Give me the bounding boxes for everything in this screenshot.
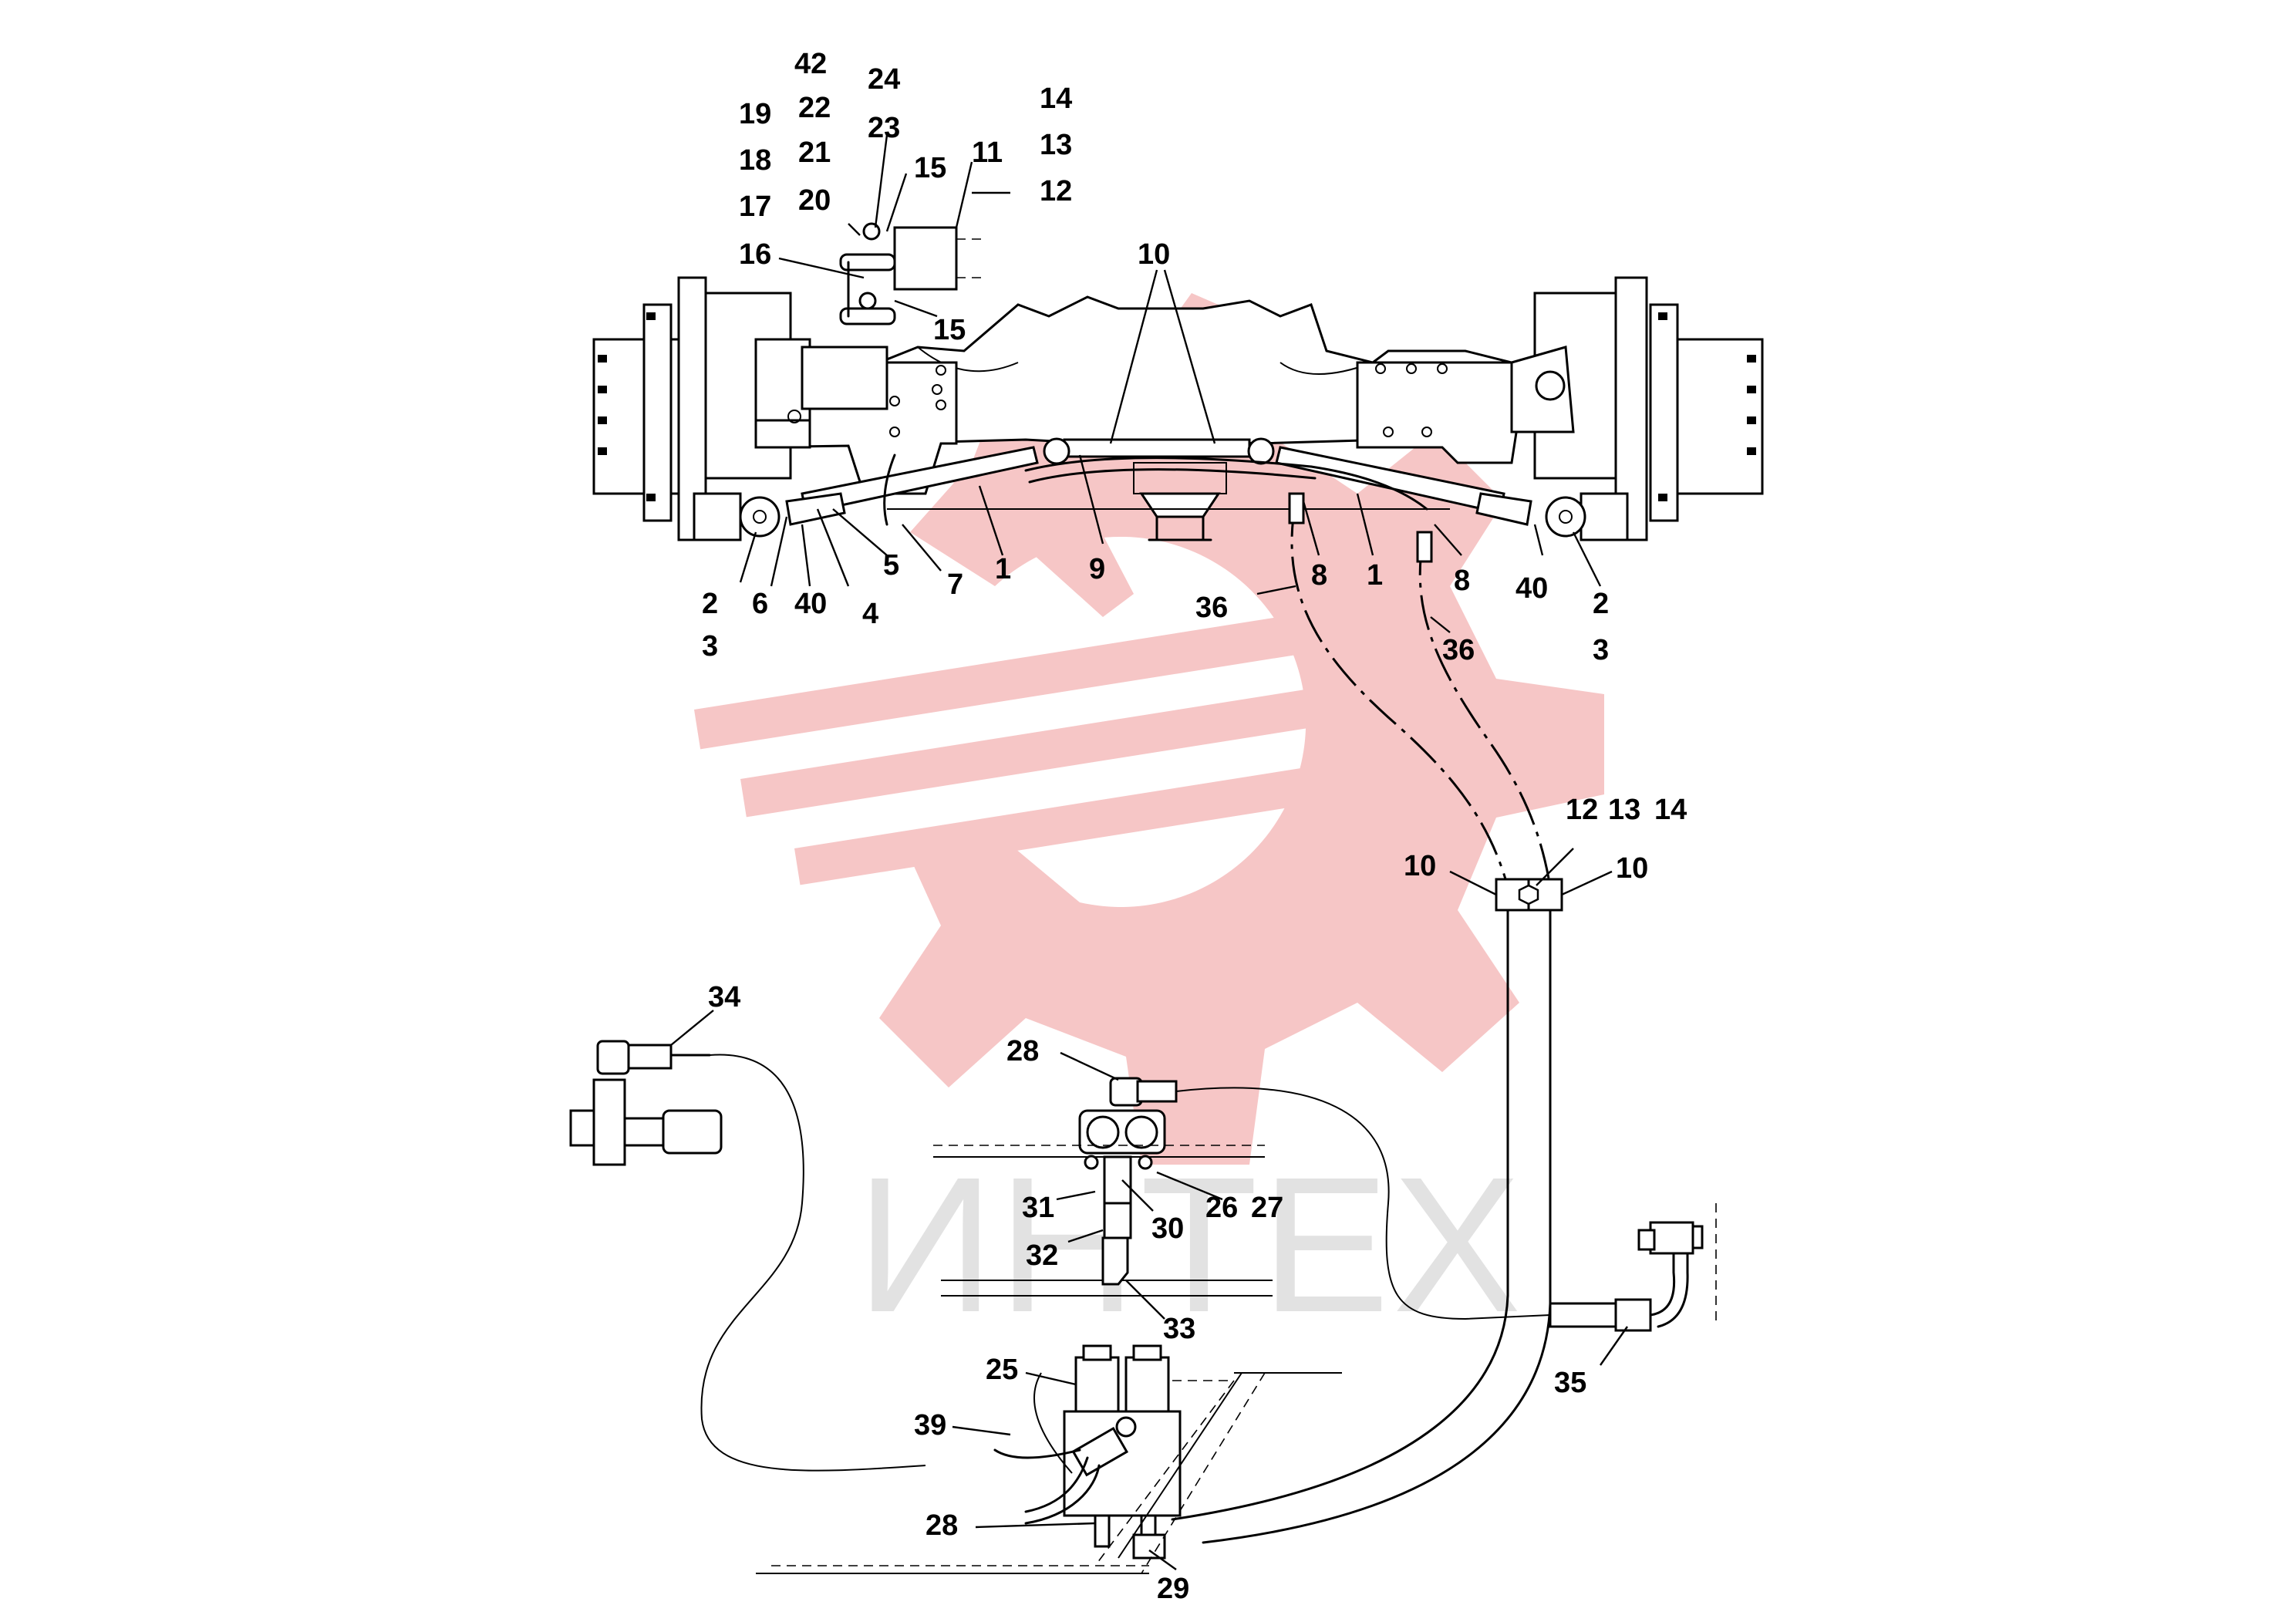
callout-3-right: 3: [1593, 634, 1609, 666]
callout-14-clamp: 14: [1654, 794, 1687, 826]
callout-10-clamp-left: 10: [1404, 850, 1436, 882]
callout-13-clamp: 13: [1608, 794, 1640, 826]
callout-29: 29: [1157, 1573, 1189, 1605]
callout-28-bottom: 28: [925, 1509, 958, 1542]
callout-15-mid: 15: [933, 314, 966, 346]
callout-40-left: 40: [794, 588, 827, 620]
callout-8-mid: 8: [1311, 559, 1327, 592]
hose-clamp: [1495, 878, 1563, 912]
callout-39: 39: [914, 1409, 946, 1442]
callout-31: 31: [1022, 1192, 1054, 1224]
callout-1-left: 1: [995, 553, 1011, 585]
callout-6: 6: [752, 588, 768, 620]
callout-22: 22: [798, 92, 831, 124]
callout-13: 13: [1040, 129, 1072, 161]
callout-17: 17: [739, 191, 771, 223]
callout-12-clamp: 12: [1566, 794, 1598, 826]
callout-28-top: 28: [1006, 1035, 1039, 1067]
callout-40-right: 40: [1515, 572, 1548, 605]
fitting-28-assembly: [933, 1077, 1273, 1297]
callout-3-left: 3: [702, 630, 718, 663]
callout-15-top: 15: [914, 152, 946, 184]
callout-42: 42: [794, 48, 827, 80]
callout-14: 14: [1040, 83, 1072, 115]
callout-27: 27: [1251, 1192, 1283, 1224]
right-wheel-hub: [1510, 276, 1764, 541]
valve-block-25: [993, 1344, 1182, 1560]
callout-19: 19: [739, 98, 771, 130]
watermark-text: ИНТЕХ: [856, 1137, 1524, 1352]
callout-5: 5: [883, 549, 899, 582]
callout-12: 12: [1040, 175, 1072, 207]
callout-16: 16: [739, 238, 771, 271]
watermark-gear-logo: [694, 293, 1604, 1165]
leader-lines: [670, 134, 1628, 1570]
base-plates: [756, 1372, 1342, 1574]
callout-24: 24: [868, 63, 900, 96]
callout-33: 33: [1163, 1313, 1195, 1345]
left-wheel-hub: [592, 276, 888, 541]
callout-26: 26: [1205, 1192, 1238, 1224]
callout-36-right: 36: [1442, 634, 1475, 666]
callout-2-right: 2: [1593, 588, 1609, 620]
callouts: 42 24 19 22 23 14 18 21 15 11 13 17 20 1…: [702, 48, 1687, 1605]
callout-10-clamp-right: 10: [1616, 852, 1648, 885]
callout-23: 23: [868, 112, 900, 144]
callout-36-left: 36: [1195, 592, 1228, 624]
fitting-35: [1549, 1203, 1717, 1332]
callout-1-right: 1: [1367, 559, 1383, 592]
callout-9: 9: [1089, 553, 1105, 585]
callout-20: 20: [798, 184, 831, 217]
fitting-34: [569, 1040, 926, 1472]
callout-11: 11: [972, 137, 1003, 169]
steering-cylinders: [785, 437, 1532, 526]
callout-2-left: 2: [702, 588, 718, 620]
callout-30: 30: [1151, 1212, 1184, 1245]
callout-18: 18: [739, 144, 771, 177]
callout-10-top: 10: [1138, 238, 1170, 271]
callout-21: 21: [798, 137, 831, 169]
callout-34: 34: [708, 981, 740, 1013]
callout-25: 25: [986, 1354, 1018, 1386]
bracket-detail: [839, 222, 987, 325]
hoses-36: [1288, 492, 1552, 888]
pipes-clamp-to-valve: [1171, 909, 1552, 1544]
callout-7: 7: [947, 568, 963, 601]
callout-35: 35: [1554, 1367, 1586, 1399]
hose-28-to-35: [1175, 1087, 1551, 1320]
callout-32: 32: [1026, 1239, 1058, 1272]
callout-8-right: 8: [1454, 565, 1470, 597]
callout-4: 4: [862, 598, 878, 630]
